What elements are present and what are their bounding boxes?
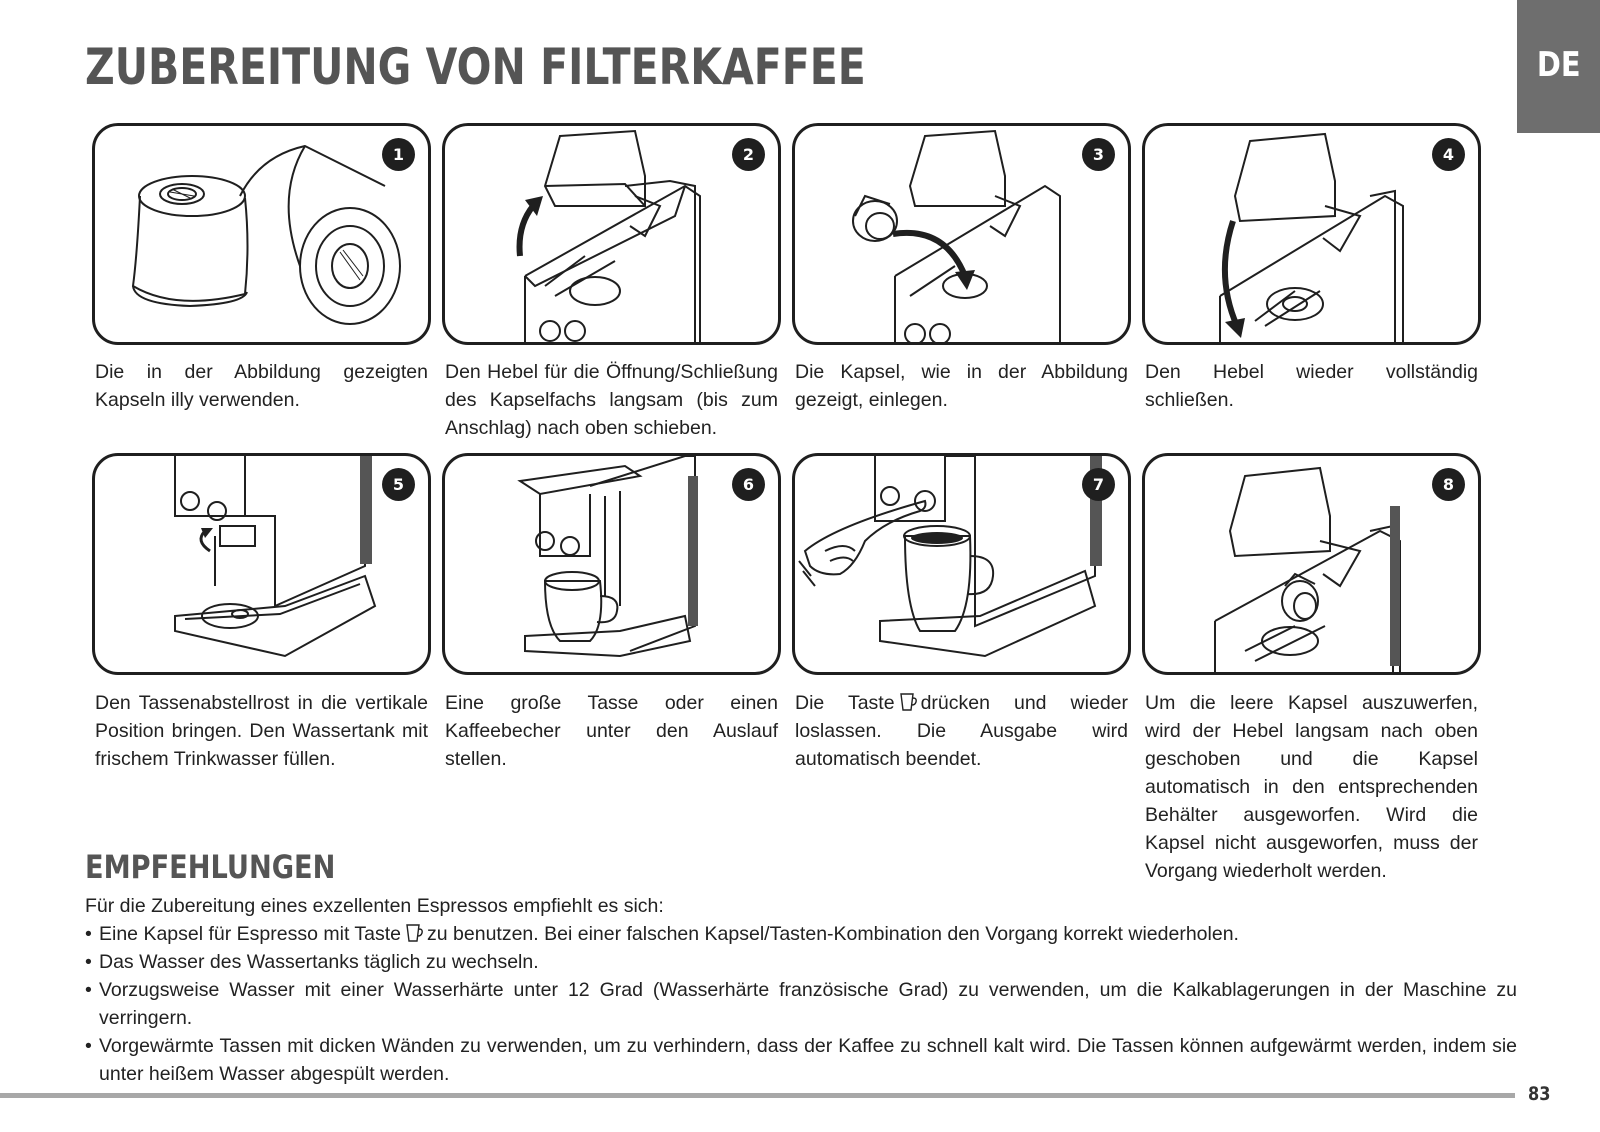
step-6-caption: Eine große Tasse oder einen Kaffeebecher…	[445, 692, 778, 770]
large-cup-illustration	[517, 456, 698, 658]
step-number-badge: 8	[1432, 468, 1465, 501]
step-2-caption: Den Hebel für die Öffnung/Schließung des…	[445, 361, 778, 439]
insert-capsule-illustration	[852, 129, 1061, 342]
list-item: Eine Kapsel für Espresso mit Taste zu ben…	[85, 920, 1517, 948]
footer-rule	[0, 1093, 1515, 1098]
press-button-illustration	[798, 456, 1102, 658]
cup-rest-illustration	[174, 456, 377, 658]
lever-up-illustration	[516, 129, 701, 342]
step-8-panel: 8	[1142, 453, 1481, 675]
list-item: Vorzugsweise Wasser mit einer Wasserhärt…	[85, 976, 1517, 1032]
recommendations-intro: Für die Zubereitung eines exzellenten Es…	[85, 895, 664, 917]
step-4-caption: Den Hebel wieder vollständig schließen.	[1145, 361, 1478, 411]
step-7-panel: 7	[792, 453, 1131, 675]
lever-close-illustration	[1219, 132, 1404, 342]
large-cup-icon	[406, 924, 423, 942]
capsules-illustration	[131, 144, 401, 325]
step-number-badge: 1	[382, 138, 415, 171]
page-title: ZUBEREITUNG VON FILTERKAFFEE	[85, 38, 866, 96]
step-1-caption: Die in der Abbildung gezeigten Kapseln i…	[95, 361, 428, 411]
step-number-badge: 2	[732, 138, 765, 171]
step-number-badge: 3	[1082, 138, 1115, 171]
large-cup-icon	[899, 693, 917, 711]
step-7-caption-start: Die Taste	[795, 692, 895, 714]
step-number-badge: 7	[1082, 468, 1115, 501]
step-3-caption: Die Kapsel, wie in der Abbildung gezeigt…	[795, 361, 1128, 411]
page-number: 83	[1528, 1083, 1551, 1105]
step-6-panel: 6	[442, 453, 781, 675]
step-8-caption: Um die leere Kapsel auszuwerfen, wird de…	[1145, 692, 1478, 882]
step-number-badge: 4	[1432, 138, 1465, 171]
step-4-panel: 4	[1142, 123, 1481, 345]
step-5-panel: 5	[92, 453, 431, 675]
language-tab: DE	[1517, 0, 1600, 133]
list-item: Das Wasser des Wassertanks täglich zu we…	[85, 948, 1517, 976]
step-number-badge: 5	[382, 468, 415, 501]
step-5-caption: Den Tassenabstellrost in die vertikale P…	[95, 692, 428, 770]
list-item: Vorgewärmte Tassen mit dicken Wänden zu …	[85, 1032, 1517, 1088]
step-number-badge: 6	[732, 468, 765, 501]
step-3-panel: 3	[792, 123, 1131, 345]
eject-capsule-illustration	[1214, 466, 1401, 672]
step-2-panel: 2	[442, 123, 781, 345]
list-item-text: zu benutzen. Bei einer falschen Kapsel/T…	[427, 923, 1239, 945]
step-1-panel: 1	[92, 123, 431, 345]
step-7-caption-end: drücken und wieder loslassen. Die Ausgab…	[795, 692, 1128, 770]
language-tab-label: DE	[1536, 45, 1581, 85]
recommendations-list: Eine Kapsel für Espresso mit Taste zu ben…	[85, 920, 1517, 1088]
recommendations-title: EMPFEHLUNGEN	[85, 848, 336, 886]
list-item-text: Eine Kapsel für Espresso mit Taste	[99, 923, 402, 945]
